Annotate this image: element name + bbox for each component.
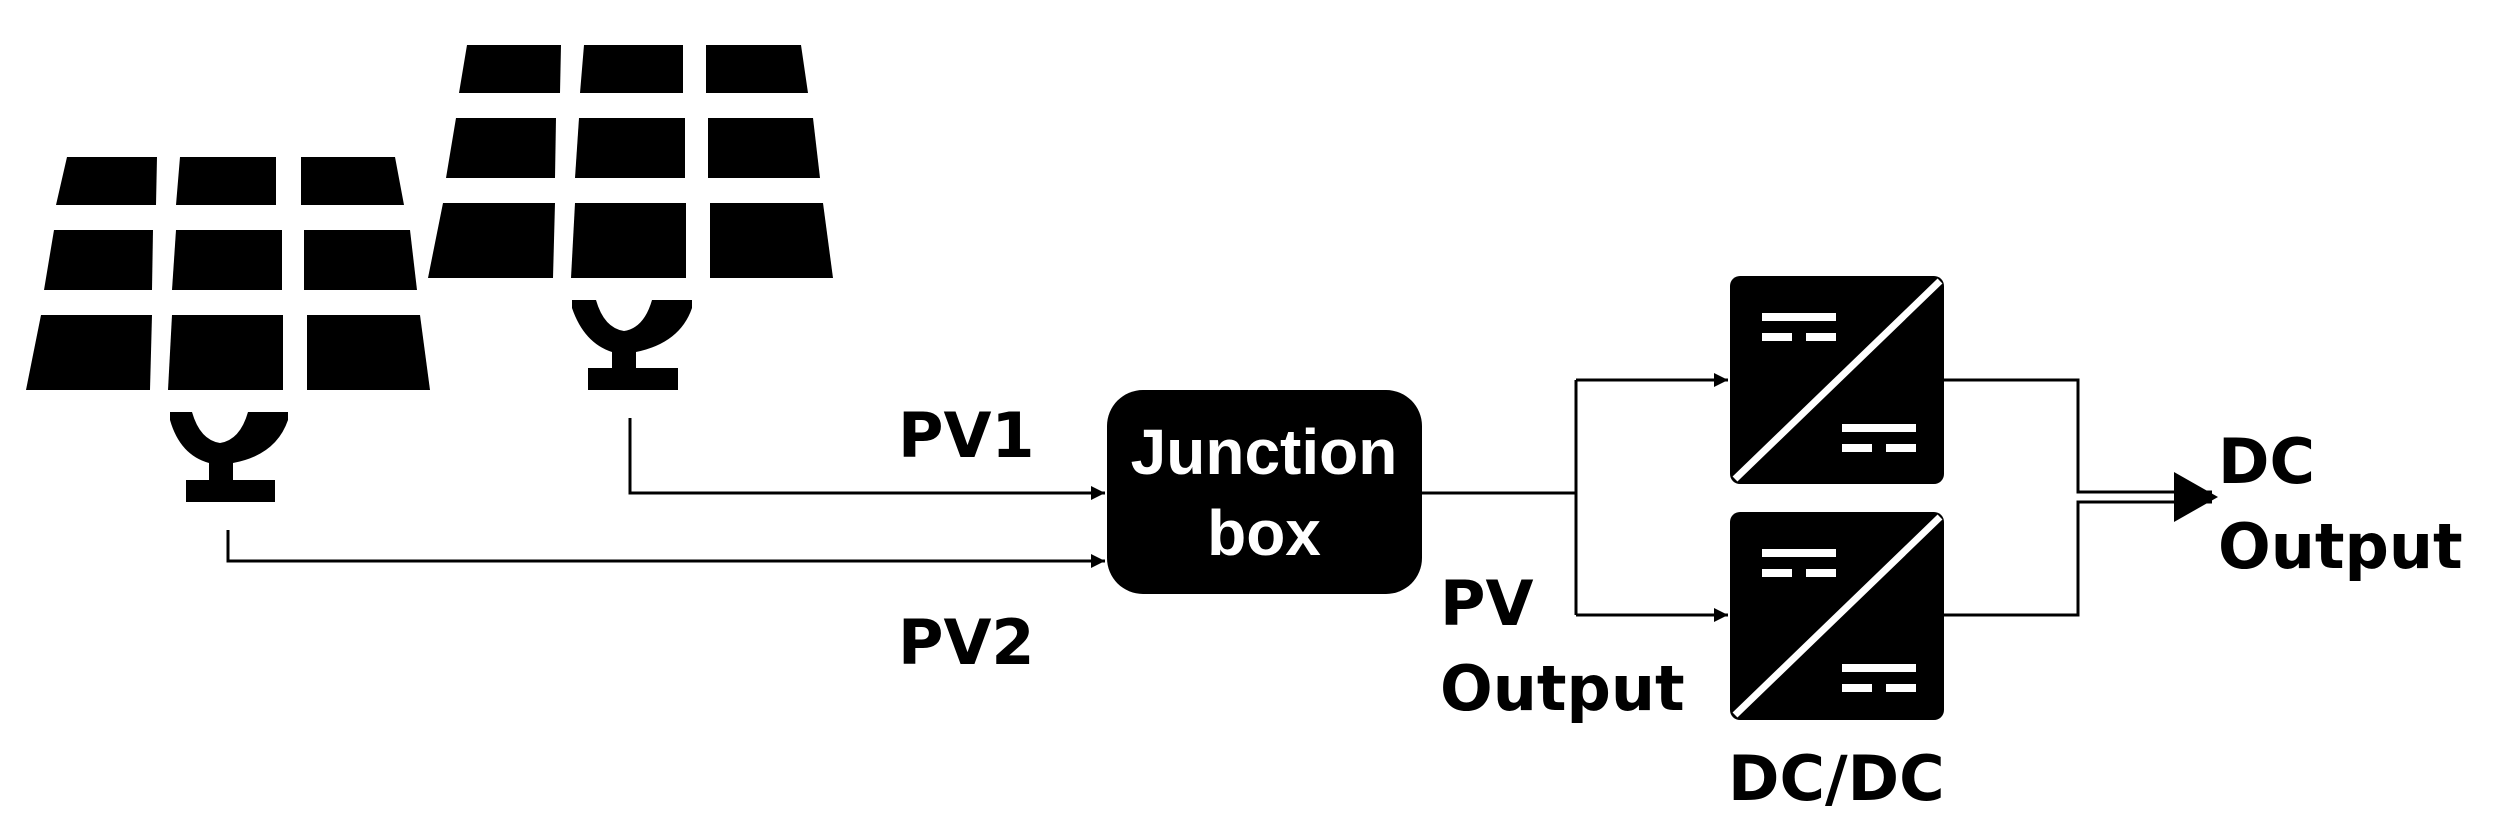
dc-dc-converter-icon bbox=[1730, 276, 1944, 484]
pv1-label: PV1 bbox=[898, 399, 1035, 472]
pv1-wire bbox=[628, 418, 1105, 500]
dcdc-label: DC/DC bbox=[1728, 742, 1945, 815]
converter1-output-wire bbox=[1944, 378, 2212, 494]
dc-dc-converter-icon bbox=[1730, 512, 1944, 720]
converter2-output-wire bbox=[1944, 500, 2212, 617]
junction-box-label-line2: box bbox=[1207, 497, 1321, 569]
dc-output-label-line1: DC bbox=[2218, 425, 2315, 498]
solar-panel-icon bbox=[26, 157, 430, 502]
pv2-label: PV2 bbox=[898, 606, 1035, 679]
pv-output-label-line2: Output bbox=[1440, 652, 1685, 725]
dc-output-label-line2: Output bbox=[2218, 510, 2463, 583]
pv2-wire bbox=[226, 530, 1105, 568]
dc-output-arrow bbox=[2174, 472, 2218, 522]
solar-panel-icon bbox=[428, 45, 833, 390]
junction-box: Junction box bbox=[1107, 390, 1422, 594]
pv-output-label-line1: PV bbox=[1440, 567, 1533, 640]
junction-box-label-line1: Junction bbox=[1131, 416, 1398, 488]
